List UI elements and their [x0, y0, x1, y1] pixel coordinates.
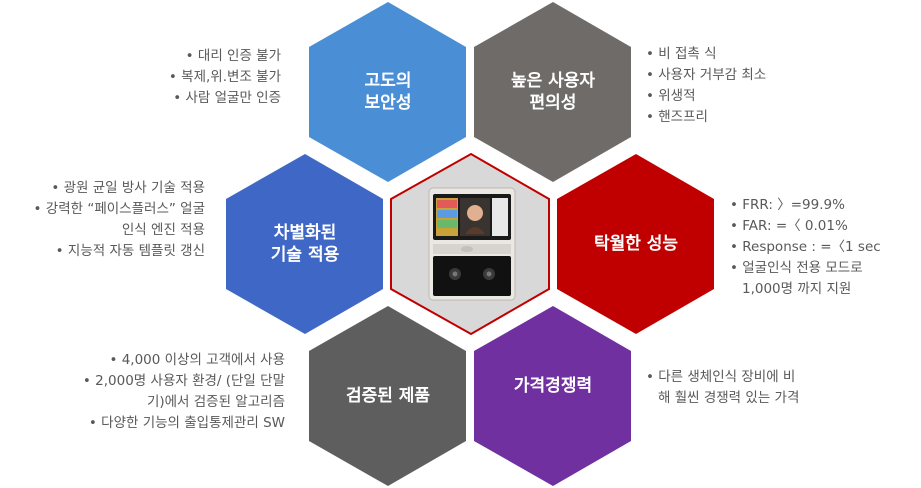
- hex-proven-title: 검증된 제품: [345, 386, 431, 406]
- bullets-proven: • 4,000 이상의 고객에서 사용 • 2,000명 사용자 환경/ (단일…: [83, 350, 285, 434]
- face-recognition-terminal-image: [428, 187, 516, 301]
- bullets-technology: • 광원 균일 방사 기술 적용 • 강력한 “페이스플러스” 얼굴 인식 엔진…: [34, 178, 205, 262]
- hex-price: [474, 306, 631, 486]
- bullet-item: • 얼굴인식 전용 모드로: [730, 260, 863, 276]
- bullet-item: • 지능적 자동 템플릿 갱신: [55, 243, 205, 259]
- bullet-item: • 핸즈프리: [646, 109, 708, 125]
- bullets-performance: • FRR: 〉=99.9% • FAR: =〈 0.01% • Respons…: [730, 195, 881, 300]
- bullet-item: • 다른 생체인식 장비에 비: [646, 369, 796, 385]
- bullet-item: • 대리 인증 불가: [185, 48, 281, 64]
- bullet-item: • FRR: 〉=99.9%: [730, 197, 845, 213]
- hex-security: [309, 2, 466, 182]
- bullet-item-continuation: 1,000명 까지 지원: [742, 281, 852, 297]
- bullets-usability: • 비 접촉 식 • 사용자 거부감 최소 • 위생적 • 핸즈프리: [646, 44, 766, 128]
- bullet-item: • 비 접촉 식: [646, 46, 717, 62]
- bullet-item-continuation: 해 훨씬 경쟁력 있는 가격: [658, 390, 800, 406]
- bullet-item: • 사람 얼굴만 인증: [173, 90, 281, 106]
- hex-performance-title: 탁월한 성능: [593, 234, 679, 254]
- bullets-security: • 대리 인증 불가 • 복제,위.변조 불가 • 사람 얼굴만 인증: [169, 46, 281, 109]
- hex-performance: [557, 154, 714, 334]
- bullets-price: • 다른 생체인식 장비에 비 해 훨씬 경쟁력 있는 가격: [646, 367, 799, 409]
- bullet-item: • FAR: =〈 0.01%: [730, 218, 848, 234]
- hex-proven: [309, 306, 466, 486]
- bullet-item: • 4,000 이상의 고객에서 사용: [109, 352, 285, 368]
- bullet-item: • 2,000명 사용자 환경/ (단일 단말: [82, 373, 285, 389]
- bullet-item: • 복제,위.변조 불가: [168, 69, 281, 85]
- hex-technology: [226, 154, 383, 334]
- bullet-item: • 다양한 기능의 출입통제관리 SW: [88, 415, 285, 431]
- bullet-item: • 강력한 “페이스플러스” 얼굴: [33, 201, 205, 217]
- bullet-item: • 광원 균일 방사 기술 적용: [51, 180, 205, 196]
- bullet-item-continuation: 인식 엔진 적용: [121, 222, 205, 238]
- hex-price-title: 가격경쟁력: [513, 376, 593, 396]
- hex-usability: [474, 2, 631, 182]
- bullet-item: • 위생적: [646, 88, 696, 104]
- bullet-item-continuation: 기)에서 검증된 알고리즘: [146, 394, 285, 410]
- bullet-item: • Response : =〈1 sec: [730, 239, 881, 255]
- bullet-item: • 사용자 거부감 최소: [646, 67, 767, 83]
